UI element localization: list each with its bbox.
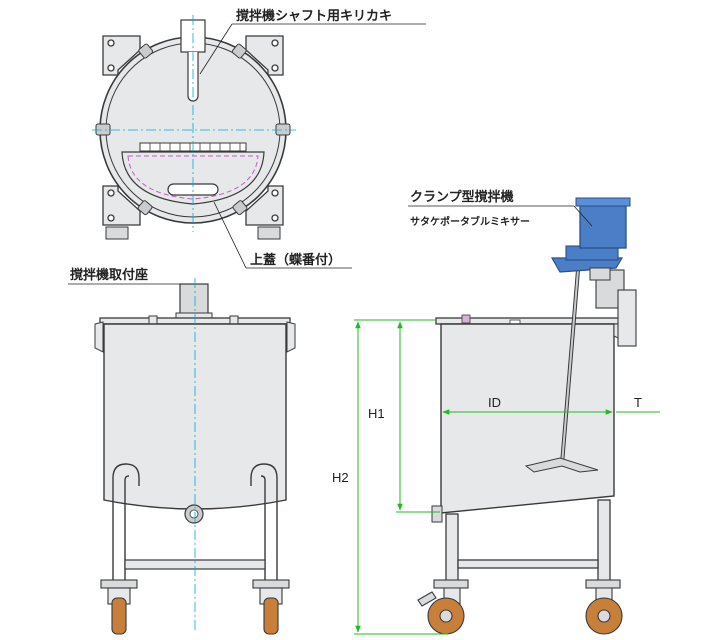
label-shaft-notch: 撹拌機シャフト用キリカキ bbox=[199, 8, 426, 75]
dim-t-label: T bbox=[634, 395, 642, 410]
impeller bbox=[524, 457, 599, 473]
front-casters bbox=[100, 579, 290, 635]
corner-brackets bbox=[102, 35, 284, 226]
label-mount-seat: 撹拌機取付座 bbox=[68, 267, 180, 285]
side-view bbox=[417, 197, 637, 635]
dim-h2-label: H2 bbox=[332, 470, 349, 485]
dimension-lines bbox=[354, 319, 660, 635]
lid-label: 上蓋（蝶番付） bbox=[250, 252, 341, 268]
clamp-mixer-label: クランプ型撹拌機 bbox=[410, 189, 514, 205]
mount-seat-label: 撹拌機取付座 bbox=[70, 267, 148, 283]
dim-h1-label: H1 bbox=[368, 406, 385, 421]
top-view bbox=[92, 15, 296, 240]
shaft-notch-label: 撹拌機シャフト用キリカキ bbox=[236, 8, 392, 24]
side-casters bbox=[417, 579, 623, 635]
mixer-motor bbox=[579, 199, 627, 249]
mount-seat bbox=[179, 283, 209, 317]
rim-bolts bbox=[95, 43, 291, 216]
side-tank-body bbox=[440, 323, 615, 514]
dim-id-label: ID bbox=[488, 395, 501, 410]
front-view bbox=[94, 278, 296, 635]
label-lid: 上蓋（蝶番付） bbox=[213, 201, 352, 269]
mixer-sub-label: サタケポータブルミキサー bbox=[410, 215, 530, 228]
label-clamp-mixer: クランプ型撹拌機 サタケポータブルミキサー bbox=[408, 189, 593, 228]
